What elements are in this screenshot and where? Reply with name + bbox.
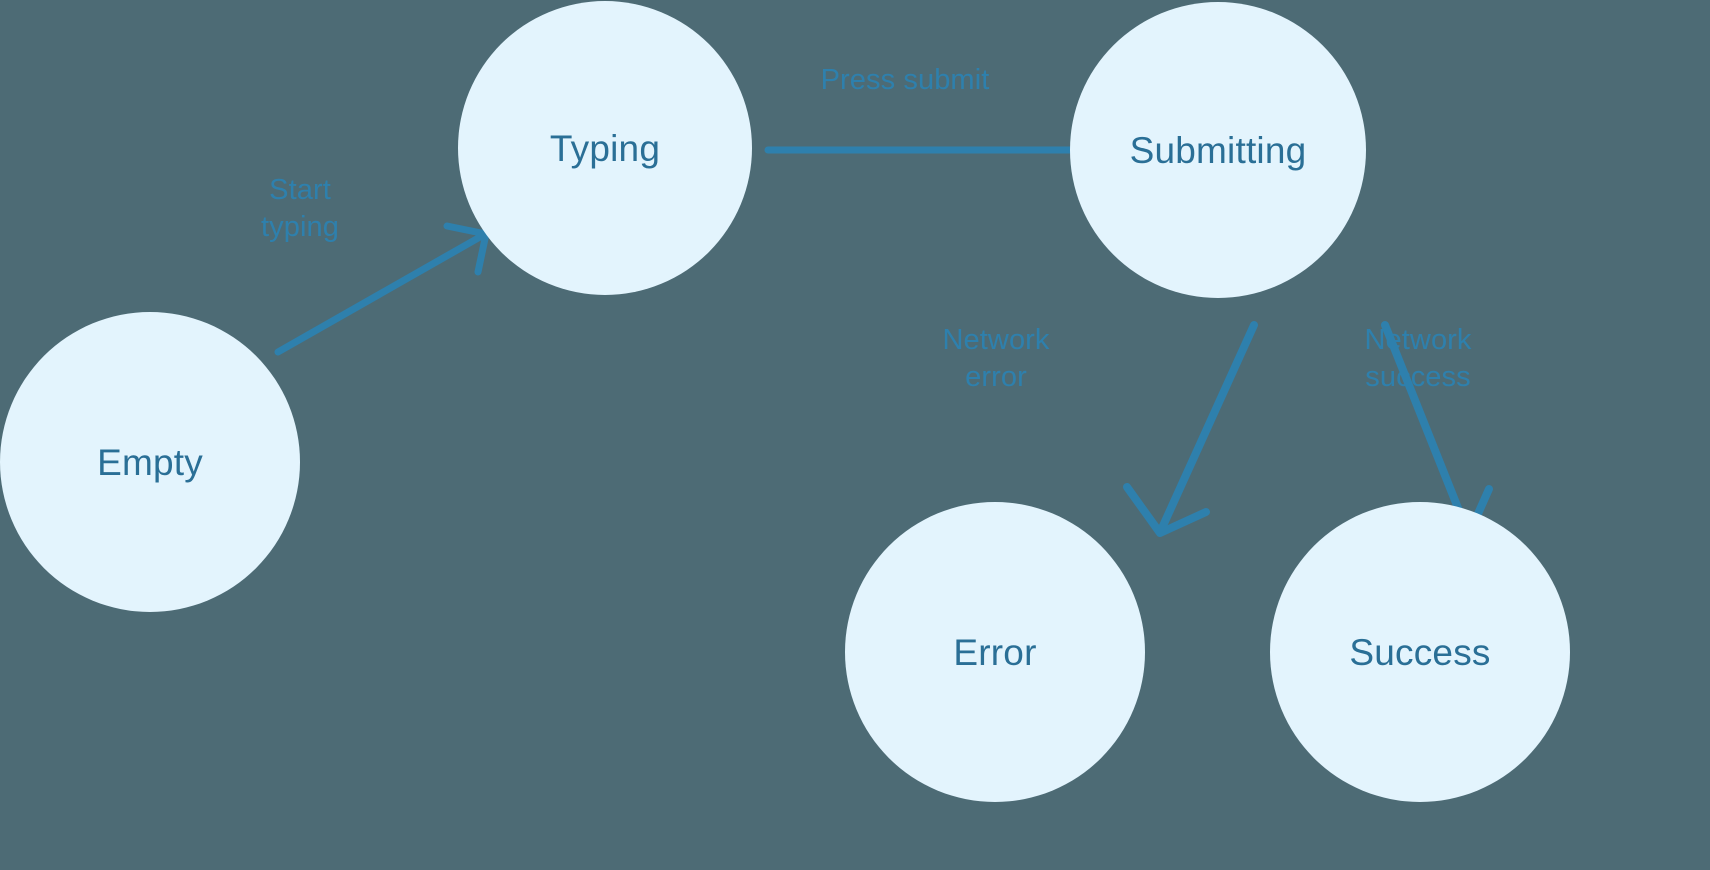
state-node-label-success: Success [1349, 631, 1491, 673]
edge-line-empty-to-typing [274, 233, 484, 356]
edge-submitting-to-error [1123, 321, 1258, 537]
state-node-label-typing: Typing [549, 127, 661, 169]
edge-label-network-error: Network error [942, 324, 1050, 394]
edge-label-press-submit: Press submit [820, 64, 990, 96]
state-node-label-submitting: Submitting [1129, 129, 1307, 171]
edge-line-submitting-to-success [1381, 321, 1470, 532]
edge-line-submitting-to-error [1158, 321, 1258, 532]
arrowhead-submitting-to-error [1123, 483, 1210, 537]
state-node-label-empty: Empty [97, 441, 203, 483]
state-node-typing[interactable]: Typing [458, 1, 752, 295]
state-node-label-error: Error [953, 631, 1037, 673]
state-node-empty[interactable]: Empty [0, 312, 300, 612]
edge-label-network-success: Network success [1364, 324, 1472, 394]
edge-label-start-typing: Start typing [261, 174, 339, 244]
state-node-success[interactable]: Success [1270, 502, 1570, 802]
state-node-error[interactable]: Error [845, 502, 1145, 802]
state-node-submitting[interactable]: Submitting [1070, 2, 1366, 298]
